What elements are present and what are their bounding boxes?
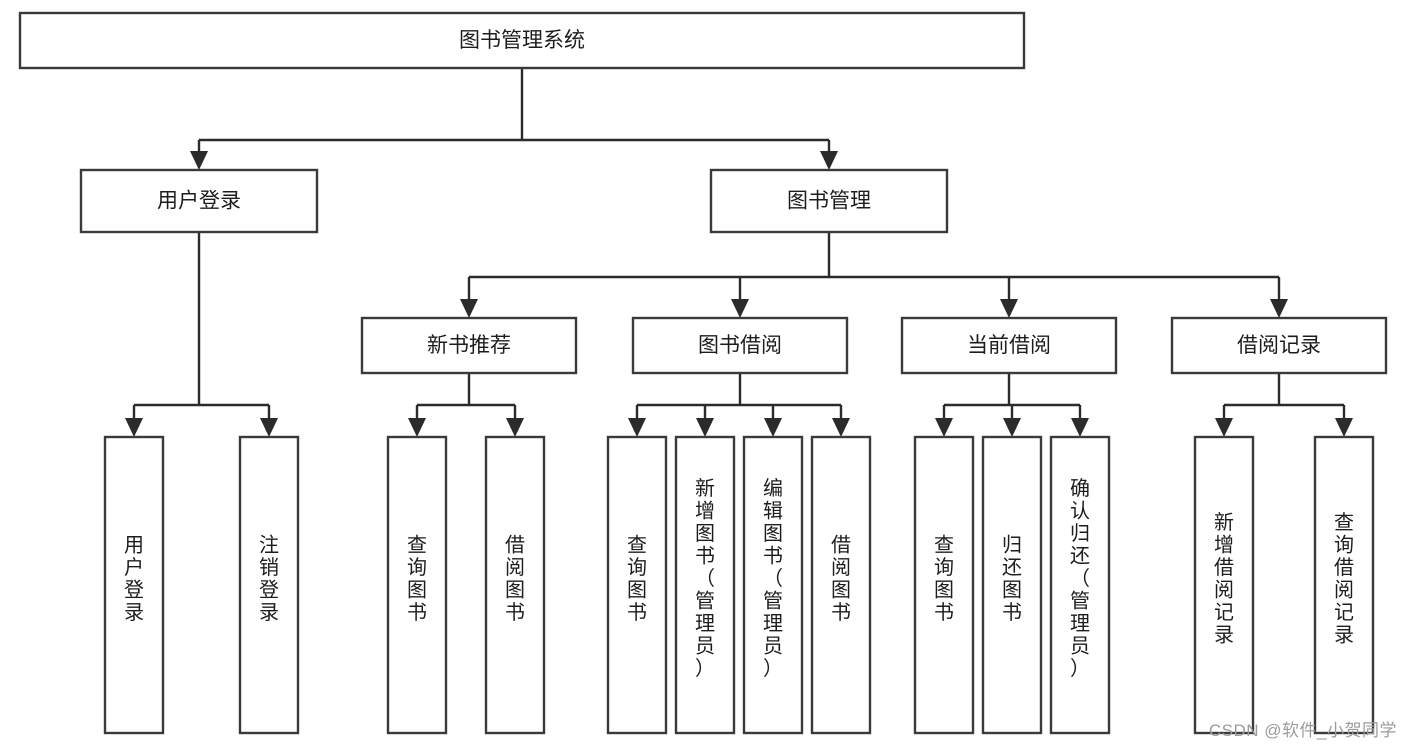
node-box-cb-return-book[interactable]: [981, 435, 1043, 735]
arrow-head-icon-borrow-record: [1270, 299, 1288, 318]
arrow-head-icon-cb-query-book: [935, 418, 953, 437]
node-label-book-borrow: 图书借阅: [698, 334, 782, 357]
node-current-borrow[interactable]: 当前借阅: [900, 316, 1118, 375]
node-box-book-management[interactable]: [709, 168, 949, 234]
node-label-nbr-query-book: 查询图书: [407, 533, 427, 624]
arrow-head-icon-bb-borrow-book: [832, 418, 850, 437]
node-box-br-add-record[interactable]: [1193, 435, 1255, 735]
node-label-bb-query-book: 查询图书: [627, 533, 647, 624]
node-br-query-record[interactable]: 查询借阅记录: [1313, 435, 1375, 735]
arrow-head-icon-cb-return-book: [1003, 418, 1021, 437]
node-nbr-borrow-book[interactable]: 借阅图书: [484, 435, 546, 735]
node-label-root: 图书管理系统: [459, 29, 585, 52]
node-book-borrow[interactable]: 图书借阅: [631, 316, 849, 375]
watermark-label: CSDN @软件_小贺同学: [1208, 721, 1397, 740]
node-box-cb-confirm-return[interactable]: [1049, 435, 1111, 735]
node-label-borrow-record: 借阅记录: [1237, 334, 1321, 357]
node-root[interactable]: 图书管理系统: [18, 11, 1026, 70]
node-label-leaf-user-login: 用户登录: [124, 534, 144, 624]
node-box-bb-add-book[interactable]: [674, 435, 736, 735]
node-label-bb-edit-book: 编辑图书（管理员）: [763, 477, 783, 680]
node-label-br-add-record: 新增借阅记录: [1214, 511, 1234, 647]
node-label-bb-borrow-book: 借阅图书: [831, 533, 851, 624]
node-label-current-borrow: 当前借阅: [967, 334, 1051, 357]
node-box-borrow-record[interactable]: [1170, 316, 1388, 375]
node-bb-query-book[interactable]: 查询图书: [606, 435, 668, 735]
node-label-book-management: 图书管理: [787, 190, 871, 213]
node-box-bb-query-book[interactable]: [606, 435, 668, 735]
arrow-head-icon-bb-edit-book: [764, 418, 782, 437]
arrow-head-icon-current-borrow: [1000, 299, 1018, 318]
arrow-head-icon-nbr-borrow-book: [506, 418, 524, 437]
node-box-book-borrow[interactable]: [631, 316, 849, 375]
node-box-bb-borrow-book[interactable]: [810, 435, 872, 735]
arrow-head-icon-leaf-user-login: [125, 418, 143, 437]
node-label-new-book-recommend: 新书推荐: [427, 334, 511, 357]
arrow-head-icon-leaf-logout: [260, 418, 278, 437]
node-leaf-logout[interactable]: 注销登录: [238, 435, 300, 735]
node-label-leaf-logout: 注销登录: [259, 533, 279, 624]
node-box-bb-edit-book[interactable]: [742, 435, 804, 735]
node-box-new-book-recommend[interactable]: [360, 316, 578, 375]
node-cb-query-book[interactable]: 查询图书: [913, 435, 975, 735]
arrow-head-icon-book-borrow: [731, 299, 749, 318]
node-layer: 图书管理系统用户登录用户登录注销登录图书管理新书推荐查询图书借阅图书图书借阅查询…: [18, 11, 1388, 735]
node-br-add-record[interactable]: 新增借阅记录: [1193, 435, 1255, 735]
node-box-user-login[interactable]: [79, 168, 319, 234]
node-box-current-borrow[interactable]: [900, 316, 1118, 375]
node-label-cb-confirm-return: 确认归还（管理员）: [1070, 477, 1090, 680]
node-cb-confirm-return[interactable]: 确认归还（管理员）: [1049, 435, 1111, 735]
arrow-head-icon-book-management: [820, 151, 838, 170]
node-book-management[interactable]: 图书管理: [709, 168, 949, 234]
node-label-br-query-record: 查询借阅记录: [1334, 511, 1354, 647]
arrow-head-icon-nbr-query-book: [408, 418, 426, 437]
node-box-nbr-borrow-book[interactable]: [484, 435, 546, 735]
node-nbr-query-book[interactable]: 查询图书: [386, 435, 448, 735]
arrow-head-icon-bb-add-book: [696, 418, 714, 437]
node-label-nbr-borrow-book: 借阅图书: [505, 533, 525, 624]
arrow-head-icon-bb-query-book: [628, 418, 646, 437]
arrow-head-icon-user-login: [190, 151, 208, 170]
arrow-head-icon-br-query-record: [1335, 418, 1353, 437]
node-bb-edit-book[interactable]: 编辑图书（管理员）: [742, 435, 804, 735]
arrow-head-icon-cb-confirm-return: [1071, 418, 1089, 437]
node-user-login[interactable]: 用户登录: [79, 168, 319, 234]
connector-layer: [125, 68, 1353, 437]
node-bb-add-book[interactable]: 新增图书（管理员）: [674, 435, 736, 735]
node-borrow-record[interactable]: 借阅记录: [1170, 316, 1388, 375]
arrow-head-icon-br-add-record: [1215, 418, 1233, 437]
node-label-cb-return-book: 归还图书: [1002, 533, 1022, 624]
node-leaf-user-login[interactable]: 用户登录: [103, 435, 165, 735]
node-label-bb-add-book: 新增图书（管理员）: [695, 477, 715, 680]
node-box-br-query-record[interactable]: [1313, 435, 1375, 735]
node-box-leaf-logout[interactable]: [238, 435, 300, 735]
arrow-head-icon-new-book-recommend: [460, 299, 478, 318]
node-box-root[interactable]: [18, 11, 1026, 70]
node-label-user-login: 用户登录: [157, 190, 241, 213]
node-box-leaf-user-login[interactable]: [103, 435, 165, 735]
node-label-cb-query-book: 查询图书: [934, 533, 954, 624]
node-new-book-recommend[interactable]: 新书推荐: [360, 316, 578, 375]
node-box-cb-query-book[interactable]: [913, 435, 975, 735]
node-bb-borrow-book[interactable]: 借阅图书: [810, 435, 872, 735]
node-cb-return-book[interactable]: 归还图书: [981, 435, 1043, 735]
node-box-nbr-query-book[interactable]: [386, 435, 448, 735]
